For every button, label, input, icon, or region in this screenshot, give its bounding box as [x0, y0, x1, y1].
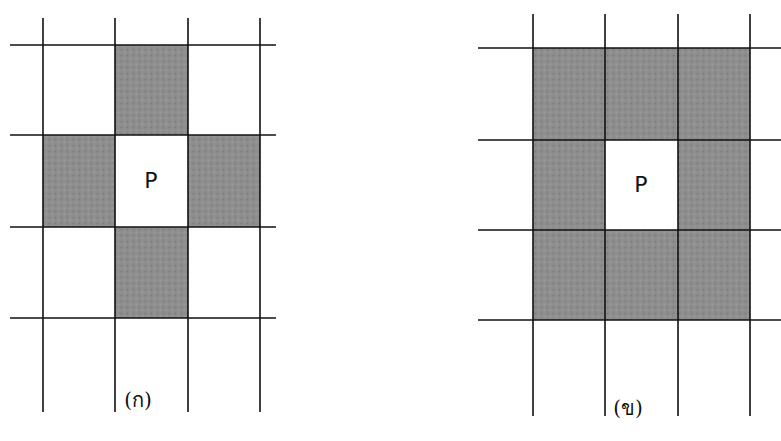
- grid-lines-left: [10, 18, 276, 412]
- shaded-cell: [115, 45, 188, 135]
- shaded-cells-left: [43, 45, 260, 318]
- shaded-cell: [605, 230, 678, 320]
- shaded-cell: [188, 135, 260, 227]
- shaded-cell: [533, 140, 605, 230]
- shaded-cell: [533, 48, 605, 140]
- shaded-cell: [43, 135, 115, 227]
- shaded-cells-right: [533, 48, 750, 320]
- shaded-cell: [678, 48, 750, 140]
- pixel-label: P: [634, 174, 647, 196]
- shaded-cell: [533, 230, 605, 320]
- sub-figure-label: (ก): [124, 390, 152, 410]
- shaded-cell: [678, 230, 750, 320]
- pixel-label: P: [144, 170, 157, 192]
- shaded-cell: [678, 140, 750, 230]
- shaded-cell: [115, 227, 188, 318]
- shaded-cell: [605, 48, 678, 140]
- grid-lines-right: [478, 14, 781, 416]
- sub-figure-label: (ข): [613, 398, 643, 418]
